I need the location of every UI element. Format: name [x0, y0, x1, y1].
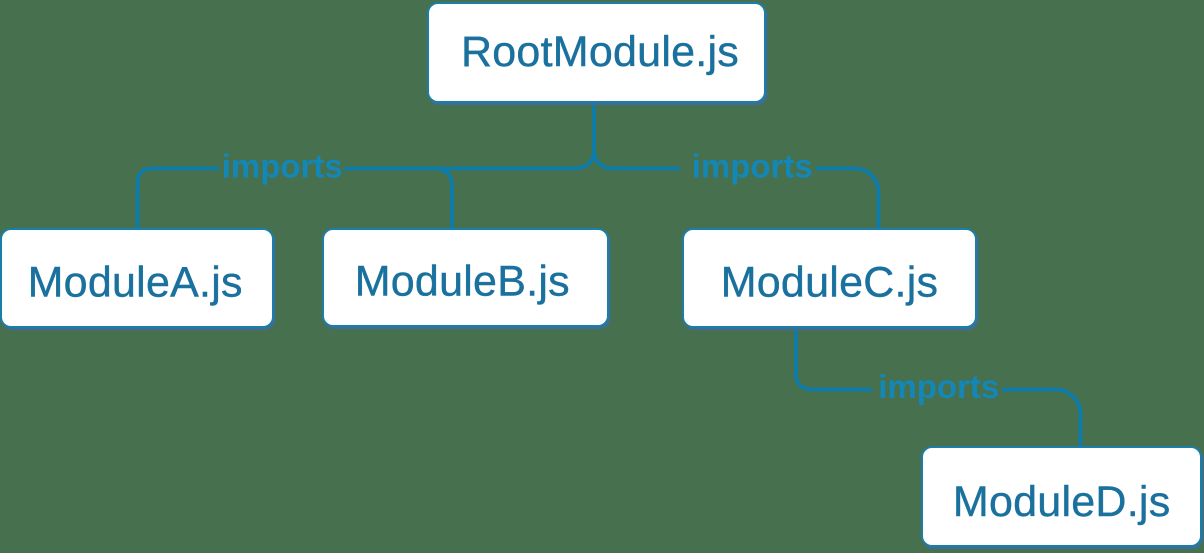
svg-text:imports: imports [878, 368, 999, 405]
svg-text:imports: imports [222, 147, 343, 184]
svg-text:imports: imports [692, 147, 813, 184]
